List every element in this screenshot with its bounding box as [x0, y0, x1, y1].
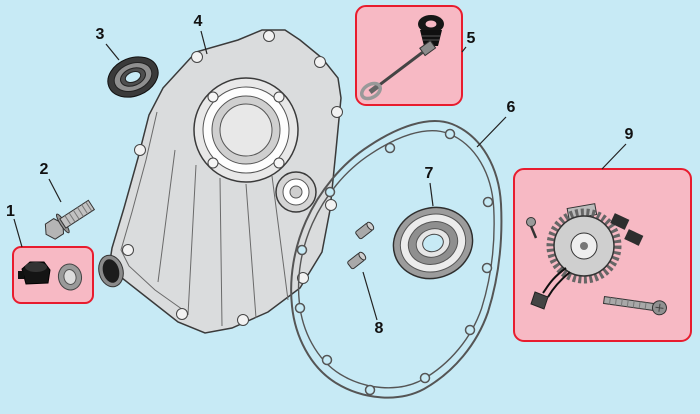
brush-block: [610, 213, 630, 230]
seal-hole: [124, 70, 142, 84]
callout-label-2[interactable]: 2: [40, 161, 49, 178]
callout-line-9: [601, 143, 627, 170]
cover-bolt-hole: [207, 91, 219, 103]
cover-ear-hole: [297, 272, 309, 284]
callout-line-3: [105, 43, 120, 61]
stator-teeth: [546, 208, 622, 284]
part-oil-seal[interactable]: [102, 50, 164, 105]
mounting-bolt: [602, 295, 667, 316]
cover-boss-center: [289, 185, 303, 199]
callout-line-5: [461, 46, 467, 53]
callout-line-8: [362, 271, 378, 321]
cover-ear-hole: [237, 314, 249, 326]
callout-label-5[interactable]: 5: [467, 30, 476, 47]
part-oil-drain-plug[interactable]: [18, 261, 51, 285]
brush-block: [624, 229, 644, 246]
callout-line-7: [429, 182, 434, 207]
dipstick-handle-hole: [425, 20, 437, 28]
dipstick-blade: [368, 84, 380, 94]
cover-bolt-hole: [273, 157, 285, 169]
callout-line-2: [48, 178, 62, 203]
dipstick-cap: [420, 30, 442, 46]
dowel-pin-end: [358, 251, 367, 261]
gasket-inner: [297, 129, 495, 389]
small-screw-shaft: [529, 225, 538, 239]
dipstick-rod: [377, 50, 424, 88]
part-bearing[interactable]: [384, 197, 482, 288]
dowel-pin-end: [366, 221, 375, 231]
stator-center: [580, 242, 588, 250]
dipstick-cap-ridges: [422, 35, 440, 41]
part-charge-coil-assembly[interactable]: [526, 203, 668, 316]
part-sealing-washer[interactable]: [56, 262, 84, 292]
cover-ear-hole: [134, 144, 146, 156]
cover-ear-hole: [176, 308, 188, 320]
part-dipstick[interactable]: [359, 15, 444, 102]
plug-top: [25, 262, 47, 272]
bearing-hole: [422, 233, 444, 253]
part-flange-bolt[interactable]: [40, 196, 97, 244]
callout-label-3[interactable]: 3: [96, 26, 105, 43]
callout-label-9[interactable]: 9: [625, 126, 634, 143]
gasket-outer: [290, 120, 503, 399]
plug-tab: [18, 271, 24, 279]
part-crankcase-cover[interactable]: [95, 29, 343, 334]
callout-label-1[interactable]: 1: [6, 203, 15, 220]
small-screw-head: [526, 217, 536, 227]
wires: [542, 267, 571, 298]
cover-ear-hole: [314, 56, 326, 68]
cover-ribs: [157, 149, 289, 327]
callout-line-6: [476, 116, 507, 148]
cover-ear-hole: [122, 244, 134, 256]
callout-label-8[interactable]: 8: [375, 320, 384, 337]
cover-ear-hole: [191, 51, 203, 63]
callout-line-4: [200, 30, 208, 55]
drain-boss: [102, 259, 120, 283]
cover-ear-hole: [263, 30, 275, 42]
callout-label-4[interactable]: 4: [194, 13, 203, 30]
wire-connector: [530, 291, 549, 310]
bolt-threads: [64, 201, 93, 226]
part-gasket[interactable]: [290, 120, 503, 399]
cover-bore-center: [219, 103, 273, 157]
dipstick-oring: [360, 81, 382, 101]
cover-ear-hole: [325, 199, 337, 211]
part-dowel-pins[interactable]: [347, 221, 375, 270]
cover-bolt-hole: [207, 157, 219, 169]
cover-face-line: [120, 111, 187, 313]
washer-hole: [63, 269, 77, 285]
callout-line-1: [13, 218, 23, 248]
gasket-bolt-holes: [294, 128, 494, 396]
cover-ear-hole: [331, 106, 343, 118]
callout-label-7[interactable]: 7: [425, 165, 434, 182]
cover-bolt-hole: [273, 91, 285, 103]
callout-label-6[interactable]: 6: [507, 99, 516, 116]
